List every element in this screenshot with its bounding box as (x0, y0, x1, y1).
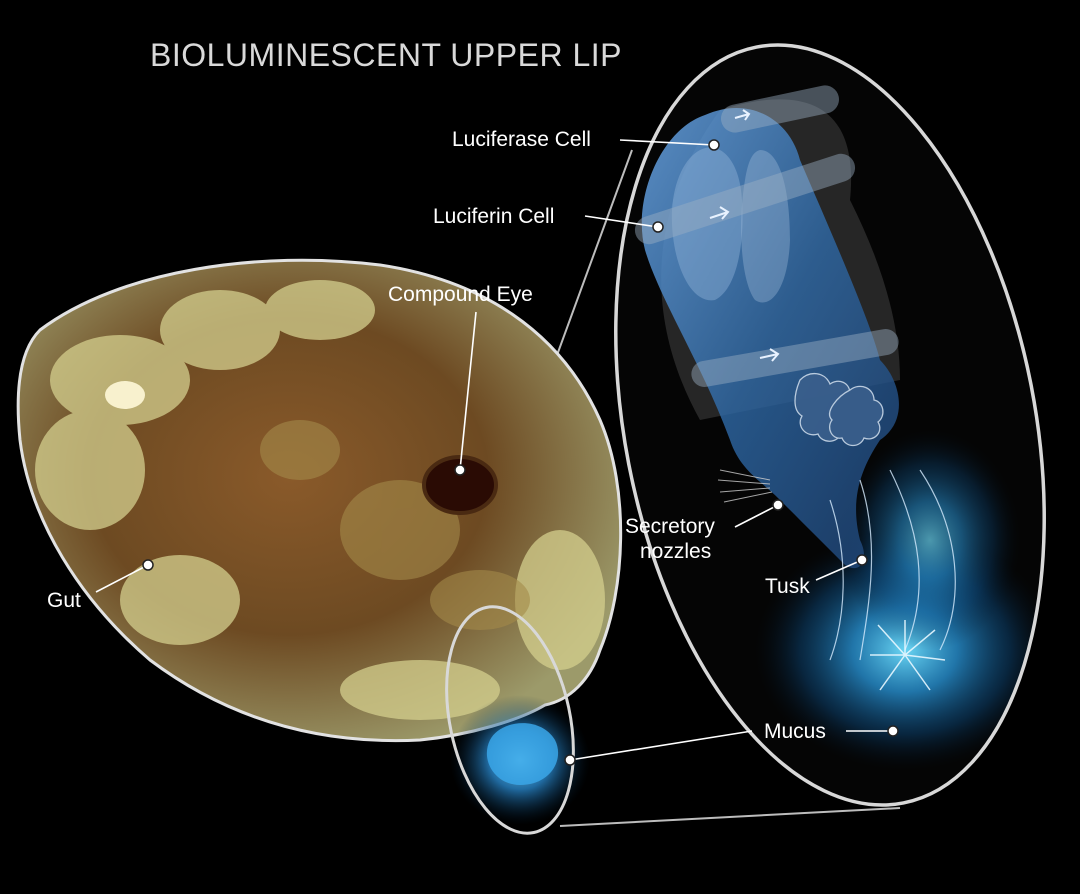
label-luciferase-cell: Luciferase Cell (452, 128, 591, 151)
label-secretory-line1: Secretory (625, 515, 715, 538)
magnify-oval-outline (614, 43, 1046, 807)
label-gut: Gut (47, 589, 81, 612)
gut-marker (142, 559, 154, 571)
small-magnify-region (445, 605, 590, 835)
labels: Luciferase Cell Luciferin Cell Compound … (47, 128, 826, 743)
label-secretory-line2: nozzles (640, 540, 711, 563)
compound-eye (422, 455, 498, 515)
mucus-marker-small (564, 754, 576, 766)
luciferin-cell-marker (652, 221, 664, 233)
diagram-title: BIOLUMINESCENT UPPER LIP (150, 37, 622, 73)
magnified-lip-view (600, 30, 1060, 830)
label-tusk: Tusk (765, 575, 810, 598)
label-mucus: Mucus (764, 720, 826, 743)
mucus-marker-large (887, 725, 899, 737)
label-luciferin-cell: Luciferin Cell (433, 205, 554, 228)
compound-eye-marker (454, 464, 466, 476)
luciferase-cell-marker (708, 139, 720, 151)
secretory-nozzles-marker (772, 499, 784, 511)
label-compound-eye: Compound Eye (388, 283, 533, 306)
tusk-marker (856, 554, 868, 566)
ostracod-shell (16, 258, 623, 743)
leader-lines (95, 139, 899, 766)
